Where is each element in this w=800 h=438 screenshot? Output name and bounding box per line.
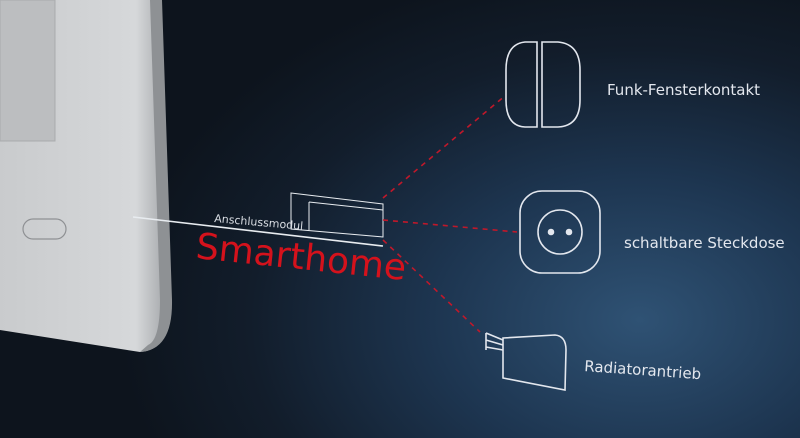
connection-line [132,216,384,247]
control-panel-device [0,0,173,352]
link-radiator [382,239,481,333]
device-label-radiator: Radiatorantrieb [584,357,702,383]
window-contact-icon [505,41,581,128]
device-label-socket: schaltbare Steckdose [624,234,785,252]
panel-button [22,218,67,240]
display-area [0,0,56,142]
socket-icon [519,190,601,274]
radiator-actuator-icon [485,332,567,391]
device-label-window-contact: Funk-Fensterkontakt [607,81,760,99]
link-socket [382,219,518,233]
link-window [382,94,507,199]
module-icon [290,192,384,238]
brand-title: Smarthome [194,226,408,289]
